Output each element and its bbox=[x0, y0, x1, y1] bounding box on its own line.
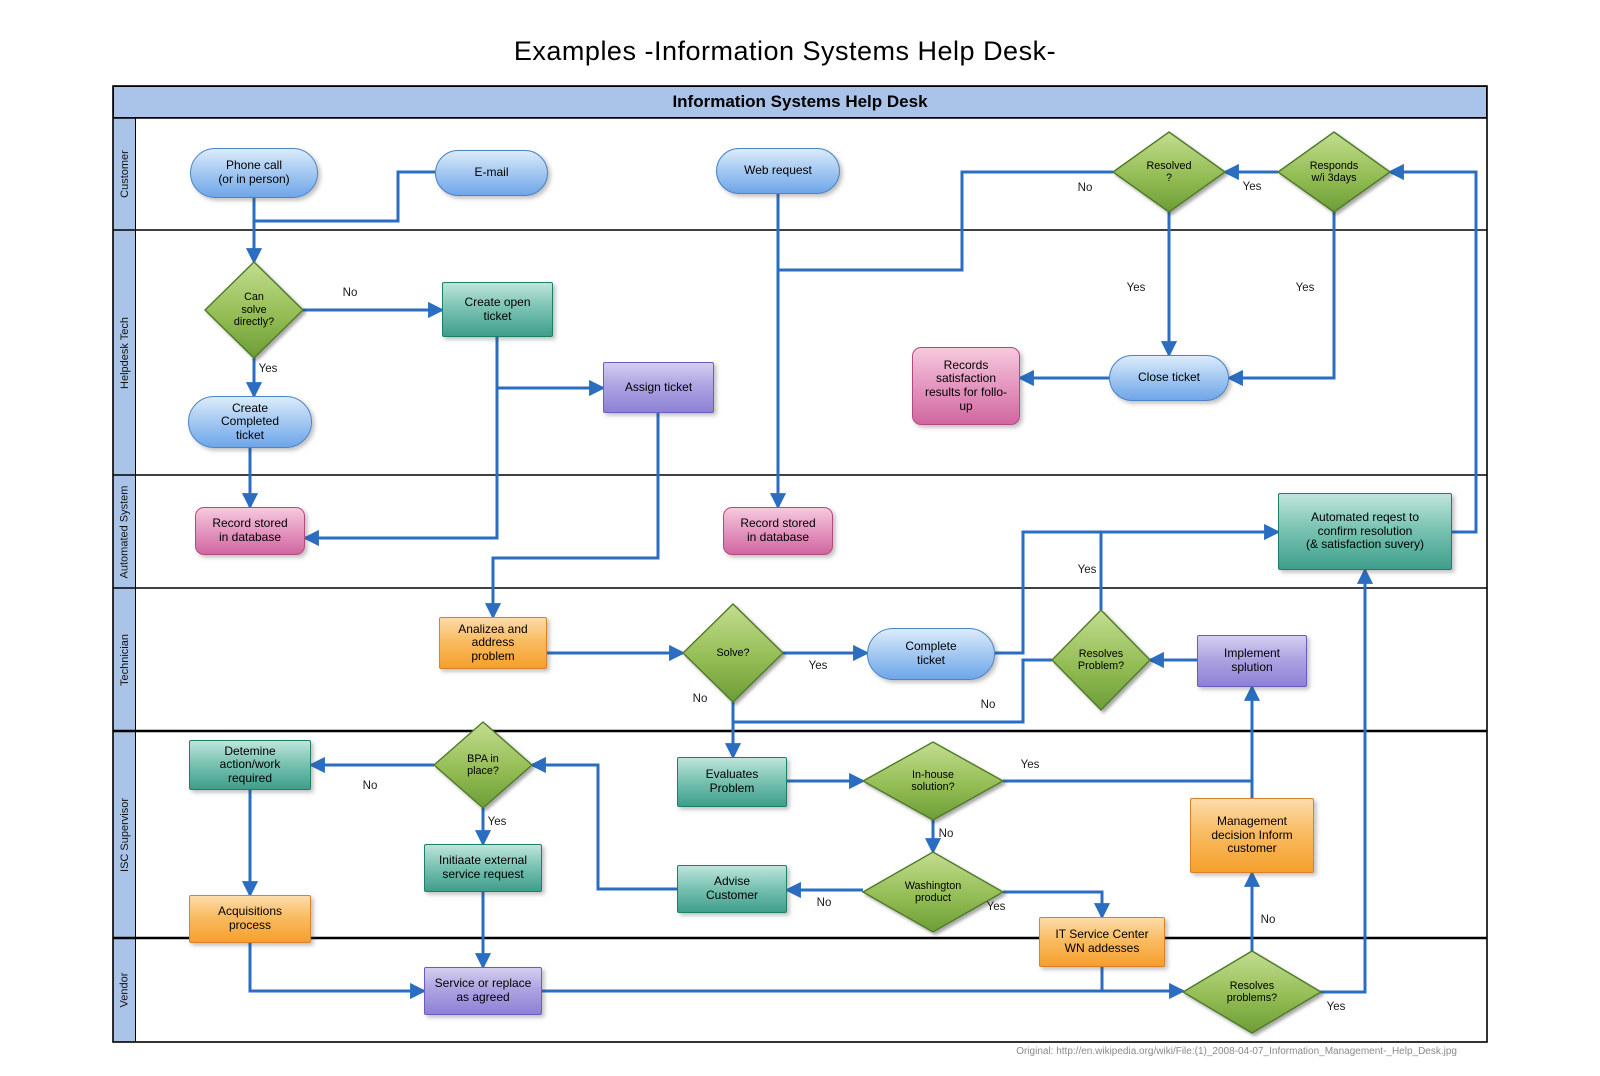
node-evaluates-problem: Evaluates Problem bbox=[677, 757, 787, 807]
node-detemine-action: Detemine action/work required bbox=[189, 740, 311, 790]
edge-label-no-8: No bbox=[980, 699, 996, 711]
edge-label-no-12: No bbox=[938, 828, 954, 840]
node-advise-customer: Advise Customer bbox=[677, 865, 787, 913]
lane-label-isc-supervisor: ISC Supervisor bbox=[113, 731, 136, 938]
edge-label-no-7: No bbox=[692, 693, 708, 705]
node-phone-call: Phone call (or in person) bbox=[190, 148, 318, 198]
lane-label-column bbox=[113, 118, 136, 1042]
edge-complete-to-automated bbox=[995, 523, 1281, 655]
node-assign-ticket: Assign ticket bbox=[603, 362, 714, 413]
node-complete-ticket: Complete ticket bbox=[867, 628, 995, 680]
node-resolves-problem bbox=[1051, 608, 1151, 712]
edge-automated-to-responds bbox=[1387, 163, 1478, 534]
edge-label-yes-17: Yes bbox=[1326, 1001, 1346, 1013]
edge-label-yes-9: Yes bbox=[1077, 564, 1097, 576]
lane-label-text: Technician bbox=[118, 633, 131, 686]
lane-label-customer: Customer bbox=[113, 118, 136, 230]
node-record-db-2: Record stored in database bbox=[723, 507, 833, 555]
lane-label-text: Automated System bbox=[118, 485, 131, 578]
node-service-or-replace: Service or replace as agreed bbox=[424, 967, 542, 1015]
lane-label-helpdesk-tech: Helpdesk Tech bbox=[113, 230, 136, 475]
edge-label-no-14: No bbox=[816, 897, 832, 909]
node-implement-splution: Implement splution bbox=[1197, 635, 1307, 687]
lane-label-text: ISC Supervisor bbox=[118, 797, 131, 872]
node-it-service-center: IT Service Center WN addesses bbox=[1039, 917, 1165, 967]
lane-label-text: Vendor bbox=[118, 972, 131, 1008]
edge-label-no-16: No bbox=[1260, 914, 1276, 926]
edge-label-no-2: No bbox=[1077, 182, 1093, 194]
node-initiaate-external: Initiaate external service request bbox=[424, 844, 542, 892]
edge-label-yes-6: Yes bbox=[808, 660, 828, 672]
edge-label-no-10: No bbox=[362, 780, 378, 792]
edge-advise-to-bpa bbox=[529, 756, 677, 891]
node-create-open-ticket: Create open ticket bbox=[442, 282, 553, 337]
edge-inhouse-yes-to-implement bbox=[1003, 684, 1261, 783]
node-responds-3days bbox=[1276, 131, 1392, 213]
edge-resolvesproblem-no bbox=[733, 658, 1052, 724]
lane-label-text: Customer bbox=[118, 150, 131, 198]
node-record-db-1: Record stored in database bbox=[195, 507, 305, 555]
edge-acquisitions-to-service bbox=[248, 943, 427, 1000]
lane-label-technician: Technician bbox=[113, 588, 136, 731]
node-analizea-problem: Analizea and address problem bbox=[439, 617, 547, 669]
page-title: Examples -Information Systems Help Desk- bbox=[513, 36, 1057, 66]
diagram-frame bbox=[112, 85, 1488, 1043]
edge-label-yes-3: Yes bbox=[1242, 181, 1262, 193]
edge-label-yes-5: Yes bbox=[1295, 282, 1315, 294]
node-web-request: Web request bbox=[716, 148, 840, 194]
edge-responds-yes bbox=[1226, 212, 1336, 387]
edge-label-yes-13: Yes bbox=[1020, 759, 1040, 771]
edge-washington-yes bbox=[1003, 890, 1111, 920]
lane-label-automated-system: Automated System bbox=[113, 475, 136, 588]
node-management-decision: Management decision Inform customer bbox=[1190, 798, 1314, 873]
edge-email-join bbox=[254, 170, 435, 223]
edge-label-yes-1: Yes bbox=[258, 363, 278, 375]
node-records-satisfaction: Records satisfaction results for follo- … bbox=[912, 347, 1020, 425]
lane-label-vendor: Vendor bbox=[113, 938, 136, 1042]
edge-label-yes-4: Yes bbox=[1126, 282, 1146, 294]
node-create-completed-ticket: Create Completed ticket bbox=[188, 396, 312, 448]
edge-open-to-db bbox=[302, 337, 499, 547]
lane-label-text: Helpdesk Tech bbox=[118, 316, 131, 389]
edge-label-yes-15: Yes bbox=[986, 901, 1006, 913]
node-email: E-mail bbox=[435, 150, 548, 196]
edge-resolvesproblems-yes bbox=[1320, 567, 1374, 994]
source-attribution: Original: http://en.wikipedia.org/wiki/F… bbox=[1016, 1046, 1457, 1057]
node-resolved bbox=[1111, 131, 1227, 213]
edge-label-yes-11: Yes bbox=[487, 816, 507, 828]
node-close-ticket: Close ticket bbox=[1109, 355, 1229, 401]
node-can-solve bbox=[203, 261, 305, 359]
node-acquisitions: Acquisitions process bbox=[189, 895, 311, 943]
node-washington bbox=[861, 851, 1005, 933]
node-solve bbox=[681, 603, 785, 703]
edge-assign-to-analizea bbox=[484, 413, 660, 620]
node-in-house bbox=[861, 741, 1005, 821]
edge-resolved-no bbox=[778, 170, 1113, 272]
edge-label-no-0: No bbox=[342, 287, 358, 299]
node-resolves-problems bbox=[1181, 950, 1323, 1034]
node-bpa-in-place bbox=[432, 721, 534, 809]
node-automated-request: Automated reqest to confirm resolution (… bbox=[1278, 493, 1452, 570]
